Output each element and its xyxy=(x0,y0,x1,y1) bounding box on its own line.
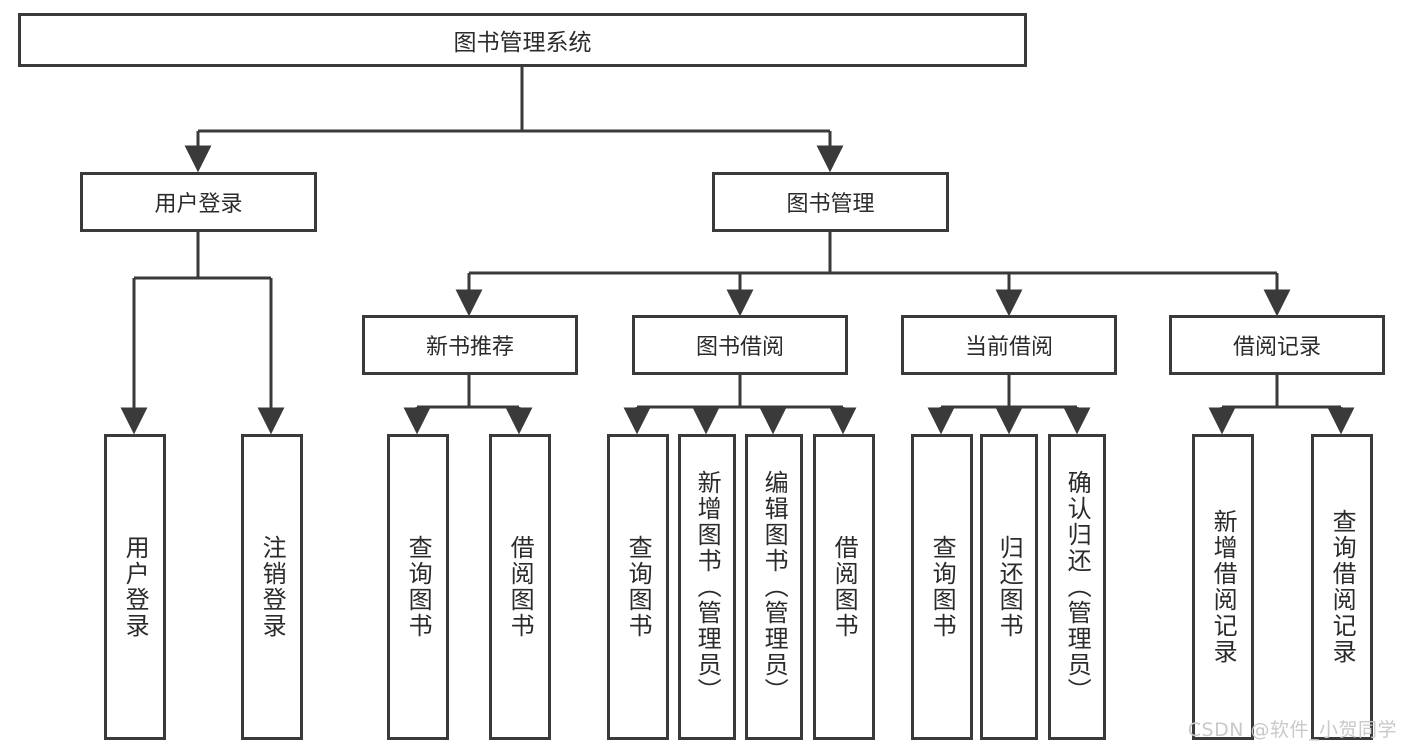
watermark-text: CSDN @软件_小贺同学 xyxy=(1187,719,1397,741)
leaf-label: 注销登录 xyxy=(258,535,287,639)
leaf-book-borrow-1[interactable]: 查询图书 xyxy=(607,434,669,740)
leaf-label: 查询图书 xyxy=(624,535,653,639)
node-root-system[interactable]: 图书管理系统 xyxy=(18,13,1027,67)
node-current-borrow[interactable]: 当前借阅 xyxy=(901,315,1117,375)
leaf-user-login-1[interactable]: 用户登录 xyxy=(104,434,166,740)
node-book-borrow[interactable]: 图书借阅 xyxy=(632,315,848,375)
leaf-label: 归还图书 xyxy=(995,535,1024,639)
leaf-new-book-1[interactable]: 查询图书 xyxy=(387,434,449,740)
leaf-current-borrow-1[interactable]: 查询图书 xyxy=(911,434,973,740)
leaf-book-borrow-4[interactable]: 借阅图书 xyxy=(813,434,875,740)
leaf-borrow-record-1[interactable]: 新增借阅记录 xyxy=(1192,434,1254,740)
leaf-current-borrow-2[interactable]: 归还图书 xyxy=(980,434,1038,740)
leaf-label: 借阅图书 xyxy=(506,535,535,639)
node-user-login[interactable]: 用户登录 xyxy=(80,172,317,232)
leaf-book-borrow-3[interactable]: 编辑图书（管理员） xyxy=(745,434,803,740)
leaf-label: 查询图书 xyxy=(928,535,957,639)
leaf-borrow-record-2[interactable]: 查询借阅记录 xyxy=(1311,434,1373,740)
leaf-label: 用户登录 xyxy=(121,535,150,639)
leaf-label: 查询图书 xyxy=(404,535,433,639)
node-book-manage[interactable]: 图书管理 xyxy=(712,172,949,232)
leaf-label: 新增图书（管理员） xyxy=(693,470,722,704)
leaf-label: 查询借阅记录 xyxy=(1328,509,1357,665)
leaf-label: 编辑图书（管理员） xyxy=(760,470,789,704)
node-borrow-record[interactable]: 借阅记录 xyxy=(1169,315,1385,375)
leaf-label: 新增借阅记录 xyxy=(1209,509,1238,665)
leaf-label: 确认归还（管理员） xyxy=(1063,470,1092,704)
leaf-label: 借阅图书 xyxy=(830,535,859,639)
leaf-new-book-2[interactable]: 借阅图书 xyxy=(489,434,551,740)
node-new-book-recommend[interactable]: 新书推荐 xyxy=(362,315,578,375)
leaf-user-login-2[interactable]: 注销登录 xyxy=(241,434,303,740)
leaf-current-borrow-3[interactable]: 确认归还（管理员） xyxy=(1048,434,1106,740)
leaf-book-borrow-2[interactable]: 新增图书（管理员） xyxy=(678,434,736,740)
